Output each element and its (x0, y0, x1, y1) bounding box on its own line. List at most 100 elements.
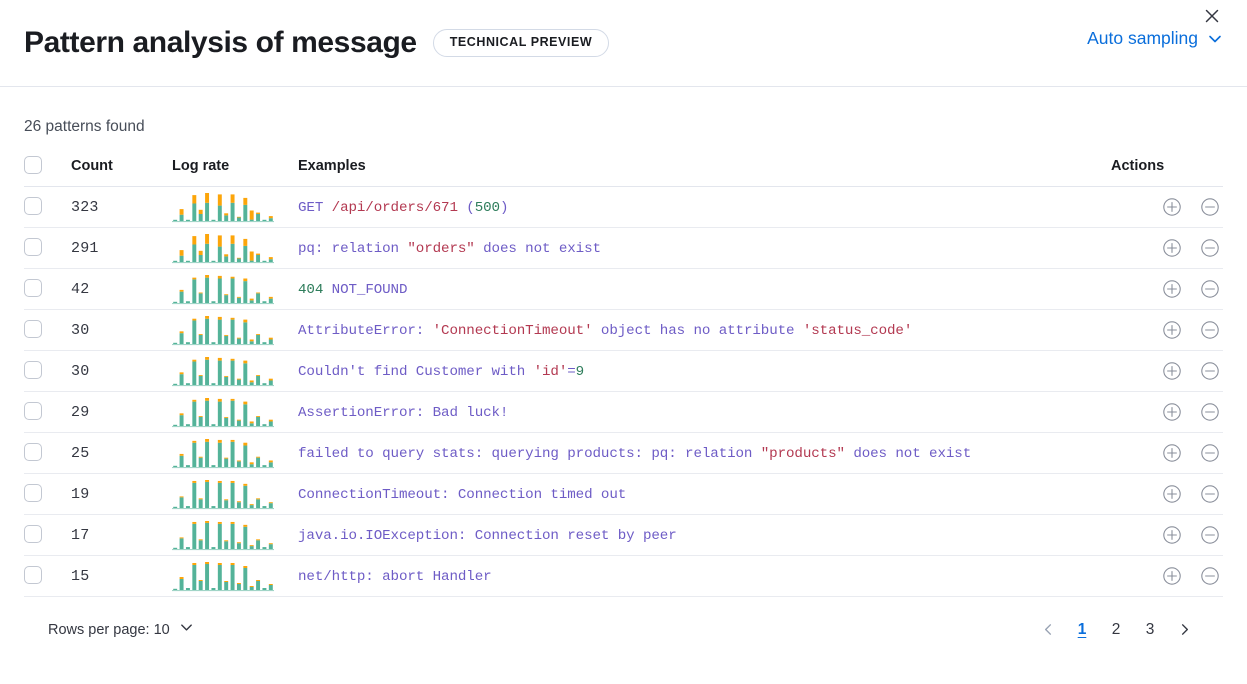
actions-cell (1111, 186, 1223, 228)
chevron-right-icon[interactable] (1169, 615, 1199, 645)
row-checkbox[interactable] (24, 279, 42, 298)
example-token: 9 (575, 363, 585, 380)
plus-circle-icon[interactable] (1159, 481, 1185, 507)
row-select-cell (24, 309, 71, 351)
log-rate-sparkline (172, 437, 298, 469)
example-text: java.io.IOException: Connection reset by… (298, 528, 677, 544)
log-rate-header[interactable]: Log rate (172, 155, 298, 187)
row-select-cell (24, 514, 71, 556)
count-value: 29 (71, 403, 90, 421)
actions-cell (1111, 391, 1223, 433)
minus-circle-icon[interactable] (1197, 235, 1223, 261)
count-value: 30 (71, 321, 90, 339)
example-token: ) (499, 199, 509, 216)
minus-circle-icon[interactable] (1197, 194, 1223, 220)
actions-cell (1111, 473, 1223, 515)
pagination: 1 2 3 (1033, 615, 1199, 645)
log-rate-cell (172, 186, 298, 228)
row-checkbox[interactable] (24, 484, 42, 503)
minus-circle-icon[interactable] (1197, 522, 1223, 548)
example-token: failed to query stats: querying products… (298, 445, 761, 462)
plus-circle-icon[interactable] (1159, 440, 1185, 466)
log-rate-sparkline (172, 396, 298, 428)
example-token: does not exist (844, 445, 972, 462)
count-value: 19 (71, 485, 90, 503)
log-rate-cell (172, 309, 298, 351)
minus-circle-icon[interactable] (1197, 440, 1223, 466)
plus-circle-icon[interactable] (1159, 235, 1185, 261)
plus-circle-icon[interactable] (1159, 358, 1185, 384)
minus-circle-icon[interactable] (1197, 358, 1223, 384)
count-cell: 25 (71, 432, 172, 474)
minus-circle-icon[interactable] (1197, 317, 1223, 343)
minus-circle-icon[interactable] (1197, 399, 1223, 425)
row-checkbox[interactable] (24, 320, 42, 339)
rows-per-page-select[interactable]: Rows per page: 10 (36, 620, 194, 639)
page-number-2[interactable]: 2 (1111, 620, 1121, 638)
count-header[interactable]: Count (71, 155, 172, 187)
plus-circle-icon[interactable] (1159, 563, 1185, 589)
row-checkbox[interactable] (24, 361, 42, 380)
count-cell: 30 (71, 350, 172, 392)
row-select-cell (24, 473, 71, 515)
row-checkbox[interactable] (24, 197, 42, 216)
row-checkbox[interactable] (24, 525, 42, 544)
plus-circle-icon[interactable] (1159, 317, 1185, 343)
row-checkbox[interactable] (24, 443, 42, 462)
table-header: Count Log rate Examples Actions (24, 155, 1223, 187)
example-token: net/http: abort Handler (298, 568, 492, 585)
example-token: 'ConnectionTimeout' (432, 322, 593, 339)
examples-header[interactable]: Examples (298, 155, 1111, 187)
chevron-left-icon[interactable] (1033, 615, 1063, 645)
row-checkbox[interactable] (24, 566, 42, 585)
plus-circle-icon[interactable] (1159, 522, 1185, 548)
page-number-3[interactable]: 3 (1145, 620, 1155, 638)
row-select-cell (24, 391, 71, 433)
panel-header: Pattern analysis of message TECHNICAL PR… (0, 0, 1247, 87)
row-checkbox[interactable] (24, 238, 42, 257)
example-token: does not exist (474, 240, 601, 257)
minus-circle-icon[interactable] (1197, 563, 1223, 589)
actions-cell (1111, 350, 1223, 392)
example-token: AssertionError: Bad luck! (298, 404, 509, 421)
auto-sampling-dropdown[interactable]: Auto sampling (1087, 28, 1223, 49)
table-row[interactable]: 19 ConnectionTimeout: Connection timed ou… (24, 473, 1223, 515)
select-all-checkbox[interactable] (24, 155, 42, 174)
minus-circle-icon[interactable] (1197, 276, 1223, 302)
row-select-cell (24, 227, 71, 269)
log-rate-cell (172, 227, 298, 269)
example-cell: ConnectionTimeout: Connection timed out (298, 473, 1111, 515)
plus-circle-icon[interactable] (1159, 276, 1185, 302)
actions-header: Actions (1111, 155, 1223, 187)
log-rate-cell (172, 268, 298, 310)
table-row[interactable]: 25 failed to query stats: querying produc… (24, 432, 1223, 474)
table-row[interactable]: 15 net/http: abort Handler (24, 555, 1223, 597)
close-icon[interactable] (1199, 3, 1225, 29)
row-checkbox[interactable] (24, 402, 42, 421)
example-text: AttributeError: 'ConnectionTimeout' obje… (298, 323, 912, 339)
actions-cell (1111, 432, 1223, 474)
row-select-cell (24, 555, 71, 597)
row-select-cell (24, 268, 71, 310)
table-row[interactable]: 30 AttributeError: 'ConnectionTimeout' ob… (24, 309, 1223, 351)
example-token: object has no attribute (592, 322, 803, 339)
log-rate-cell (172, 391, 298, 433)
count-value: 30 (71, 362, 90, 380)
actions-cell (1111, 268, 1223, 310)
plus-circle-icon[interactable] (1159, 194, 1185, 220)
panel-body: 26 patterns found Count Log rate Example… (0, 87, 1247, 645)
header-left-group: Pattern analysis of message TECHNICAL PR… (24, 28, 610, 58)
example-text: pq: relation "orders" does not exist (298, 241, 601, 257)
minus-circle-icon[interactable] (1197, 481, 1223, 507)
table-row[interactable]: 29 AssertionError: Bad luck! (24, 391, 1223, 433)
count-value: 291 (71, 239, 99, 257)
plus-circle-icon[interactable] (1159, 399, 1185, 425)
count-cell: 15 (71, 555, 172, 597)
page-number-1[interactable]: 1 (1077, 620, 1087, 638)
table-row[interactable]: 291 pq: relation "orders" does not exist (24, 227, 1223, 269)
